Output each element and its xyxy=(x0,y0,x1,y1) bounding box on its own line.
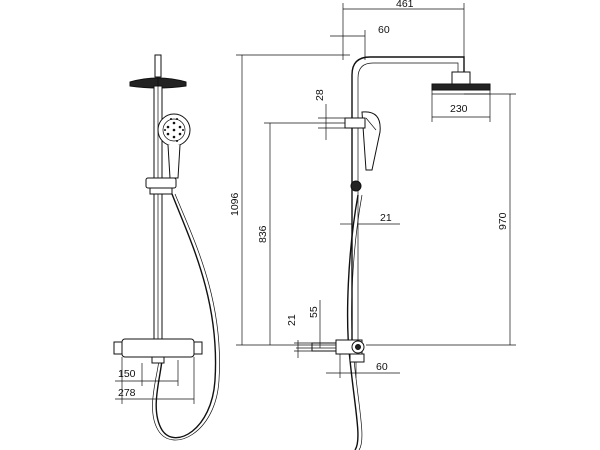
side-mixer xyxy=(311,339,365,363)
side-slider-knob xyxy=(350,180,362,192)
dimension-55: 55 xyxy=(296,300,336,349)
side-view: 461 60 230 28 1096 xyxy=(229,0,516,450)
dimension-label-60-top: 60 xyxy=(378,24,390,36)
dimension-836: 836 xyxy=(257,122,345,345)
dimension-label-970: 970 xyxy=(497,212,509,230)
dimension-label-1096: 1096 xyxy=(229,192,241,216)
dimension-60-bottom: 60 xyxy=(326,354,400,378)
dimension-28: 28 xyxy=(314,89,346,140)
front-hand-shower xyxy=(157,113,191,179)
side-hand-shower xyxy=(344,111,381,171)
dimension-label-278: 278 xyxy=(118,387,136,399)
front-rain-head xyxy=(129,54,187,89)
front-view: 150 278 xyxy=(113,54,220,441)
dimension-label-230: 230 xyxy=(450,103,468,115)
dimension-21-rail: 21 xyxy=(340,212,400,225)
dimension-278: 278 xyxy=(115,357,195,404)
front-hose xyxy=(152,193,220,441)
dimension-label-60-bottom: 60 xyxy=(376,361,388,373)
dimension-461: 461 xyxy=(342,0,465,60)
dimension-150: 150 xyxy=(115,360,179,386)
dimension-60-top: 60 xyxy=(330,24,390,60)
dimension-1096: 1096 xyxy=(229,54,350,346)
dimension-label-461: 461 xyxy=(396,0,414,10)
dimension-21-inlet: 21 xyxy=(286,314,312,358)
dimension-970: 970 xyxy=(366,93,516,346)
front-mixer xyxy=(113,338,203,364)
side-hose xyxy=(346,194,363,450)
dimension-label-55: 55 xyxy=(308,306,320,318)
dimension-230: 230 xyxy=(431,94,491,122)
dimension-label-28: 28 xyxy=(314,89,326,101)
front-slider xyxy=(145,177,177,195)
dimension-label-21-inlet: 21 xyxy=(286,314,298,326)
side-rain-head xyxy=(431,71,491,95)
side-rail-arm xyxy=(351,56,465,340)
dimension-label-150: 150 xyxy=(118,368,136,380)
dimension-label-836: 836 xyxy=(257,225,269,243)
dimension-label-21-rail: 21 xyxy=(380,212,392,224)
